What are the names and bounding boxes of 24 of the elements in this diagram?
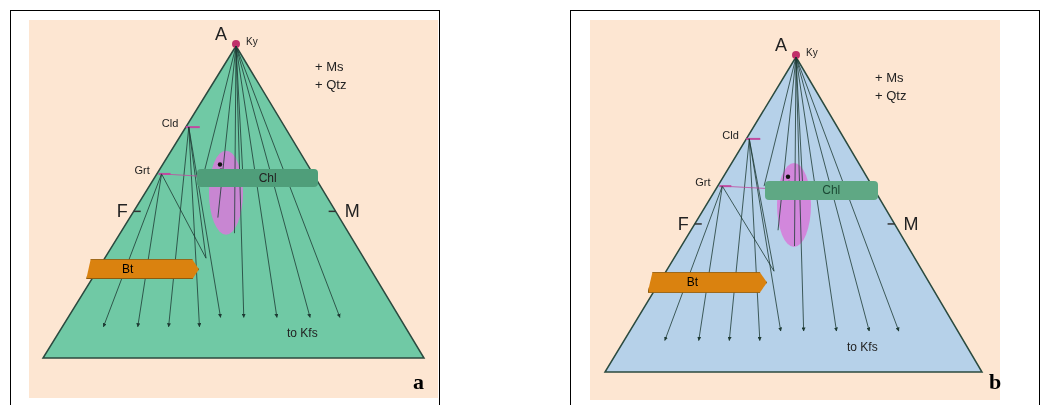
panel-letter: a (413, 371, 424, 393)
projection-label: to Kfs (287, 327, 318, 339)
mineral-band: Bt (86, 259, 199, 280)
vertex-label: A (775, 36, 787, 54)
mineral-label: Cld (161, 118, 179, 130)
assemblage-label: + Ms (315, 60, 344, 73)
vertex-label: M (903, 214, 919, 233)
mineral-label: Ky (246, 37, 258, 47)
assemblage-label: + Qtz (315, 78, 347, 91)
mineral-label: Grt (695, 177, 711, 189)
projection-label: to Kfs (847, 341, 878, 353)
assemblage-label: + Qtz (875, 89, 907, 102)
mineral-band: Bt (647, 272, 767, 293)
panel-letter: b (989, 371, 1002, 393)
panel-frame (570, 10, 1040, 405)
vertex-label: F (677, 214, 689, 233)
vertex-label: A (215, 25, 227, 43)
mineral-label: Grt (134, 164, 150, 176)
vertex-label: F (116, 202, 128, 221)
assemblage-label: + Ms (875, 71, 904, 84)
mineral-label: Cld (722, 129, 739, 141)
mineral-label: Ky (806, 48, 818, 58)
vertex-label: M (344, 202, 360, 221)
mineral-band: Chl (765, 180, 878, 200)
